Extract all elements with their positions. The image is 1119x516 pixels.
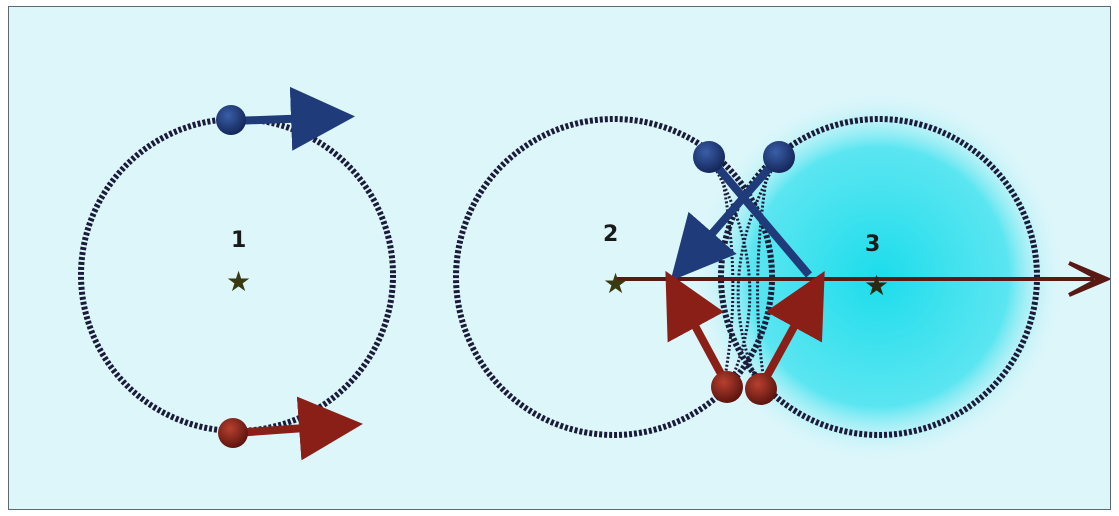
label-2: 2 [603, 222, 618, 247]
orbit-diagram: ★ ★ ★ 1 2 3 [9, 7, 1111, 510]
star-icon-1: ★ [226, 265, 251, 298]
red-arrow-1 [235, 425, 347, 433]
blue-arrow-1 [233, 117, 339, 121]
red-electron-3 [745, 373, 777, 405]
red-electron-1 [218, 418, 248, 448]
red-electron-2 [711, 371, 743, 403]
blue-electron-3 [763, 141, 795, 173]
blue-electron-1 [216, 105, 246, 135]
blue-electron-2 [693, 141, 725, 173]
label-3: 3 [865, 232, 880, 257]
label-1: 1 [231, 228, 246, 253]
star-icon-3: ★ [864, 269, 889, 302]
diagram-frame: ★ ★ ★ 1 2 3 [8, 6, 1111, 510]
star-icon-2: ★ [603, 267, 628, 300]
